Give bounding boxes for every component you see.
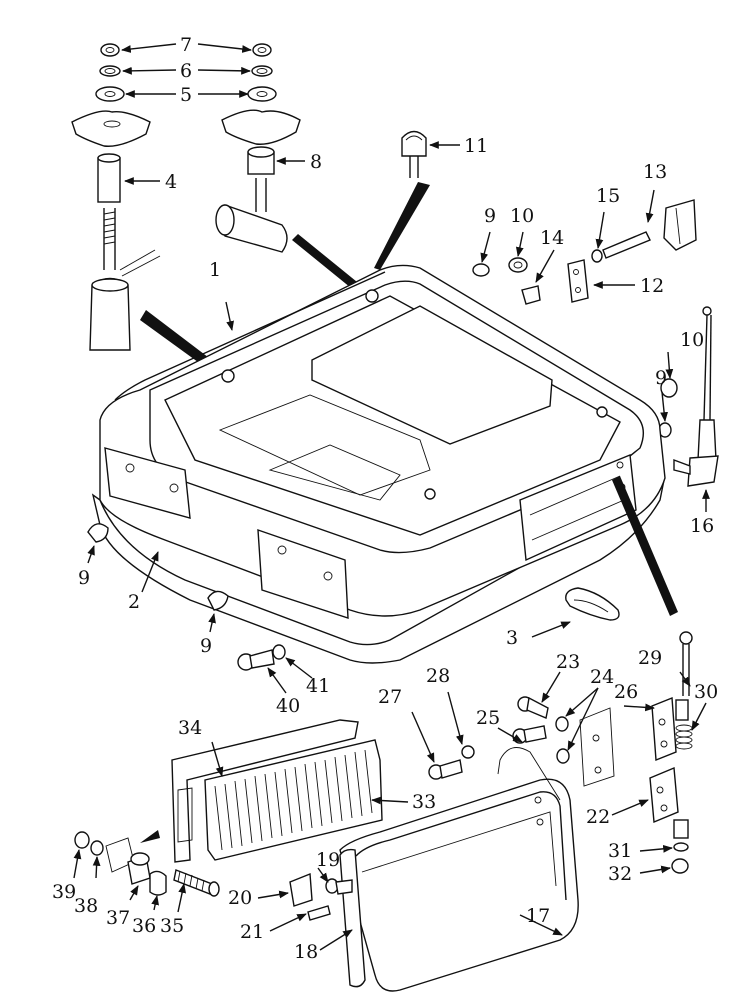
callout-36: 36	[132, 915, 156, 937]
callout-27: 27	[378, 686, 402, 708]
pointer-wedge-8	[292, 234, 362, 292]
callout-15: 15	[596, 185, 620, 207]
callout-25: 25	[476, 707, 500, 729]
callout-24: 24	[590, 666, 614, 688]
callout-39: 39	[52, 881, 76, 903]
callout-30: 30	[694, 681, 718, 703]
callout-8: 8	[310, 151, 322, 173]
callout-4: 4	[165, 171, 177, 193]
heater-core-and-frame	[140, 719, 383, 863]
leader-lines	[73, 43, 710, 951]
callout-9-left: 9	[78, 567, 90, 589]
callout-9-lower: 9	[200, 635, 212, 657]
pointer-wedge-11	[374, 182, 430, 270]
callout-14: 14	[540, 227, 564, 249]
callout-2: 2	[128, 591, 140, 613]
bolt-and-washer-40-41	[237, 644, 286, 671]
callout-37: 37	[106, 907, 130, 929]
callout-labels: 7 6 5 4 8 11 13 15 10 9 14 12 1 10 9 16 …	[52, 34, 718, 963]
callout-33: 33	[412, 791, 436, 813]
callout-19: 19	[316, 849, 340, 871]
lifting-eye-bolt	[401, 130, 427, 178]
callout-12: 12	[640, 275, 664, 297]
callout-38: 38	[74, 895, 98, 917]
lower-left-hardware	[74, 831, 220, 897]
callout-31: 31	[608, 840, 632, 862]
callout-3: 3	[506, 627, 518, 649]
callout-32: 32	[608, 863, 632, 885]
callout-21: 21	[240, 921, 264, 943]
callout-11: 11	[464, 135, 488, 157]
callout-10-right: 10	[680, 329, 704, 351]
callout-7: 7	[180, 34, 192, 56]
callout-6: 6	[180, 60, 192, 82]
callout-34: 34	[178, 717, 202, 739]
cab-roof-assembly	[87, 264, 678, 664]
hinge-assembly	[649, 631, 693, 874]
callout-20: 20	[228, 887, 252, 909]
callout-5: 5	[180, 84, 192, 106]
callout-26: 26	[614, 681, 638, 703]
callout-29: 29	[638, 647, 662, 669]
callout-10: 10	[510, 205, 534, 227]
callout-1: 1	[209, 259, 221, 281]
callout-17: 17	[526, 905, 550, 927]
callout-22: 22	[586, 806, 610, 828]
antenna	[673, 306, 719, 487]
callout-16: 16	[690, 515, 714, 537]
callout-9: 9	[484, 205, 496, 227]
mount-hardware-left	[71, 43, 161, 351]
callout-13: 13	[643, 161, 667, 183]
callout-28: 28	[426, 665, 450, 687]
callout-41: 41	[306, 675, 330, 697]
callout-35: 35	[160, 915, 184, 937]
mount-hardware-right	[215, 43, 301, 253]
callout-40: 40	[276, 695, 300, 717]
small-hardware-upper-right	[472, 199, 697, 438]
callout-18: 18	[294, 941, 318, 963]
access-panel-assembly	[289, 747, 579, 992]
callout-9-right: 9	[655, 367, 667, 389]
callout-23: 23	[556, 651, 580, 673]
